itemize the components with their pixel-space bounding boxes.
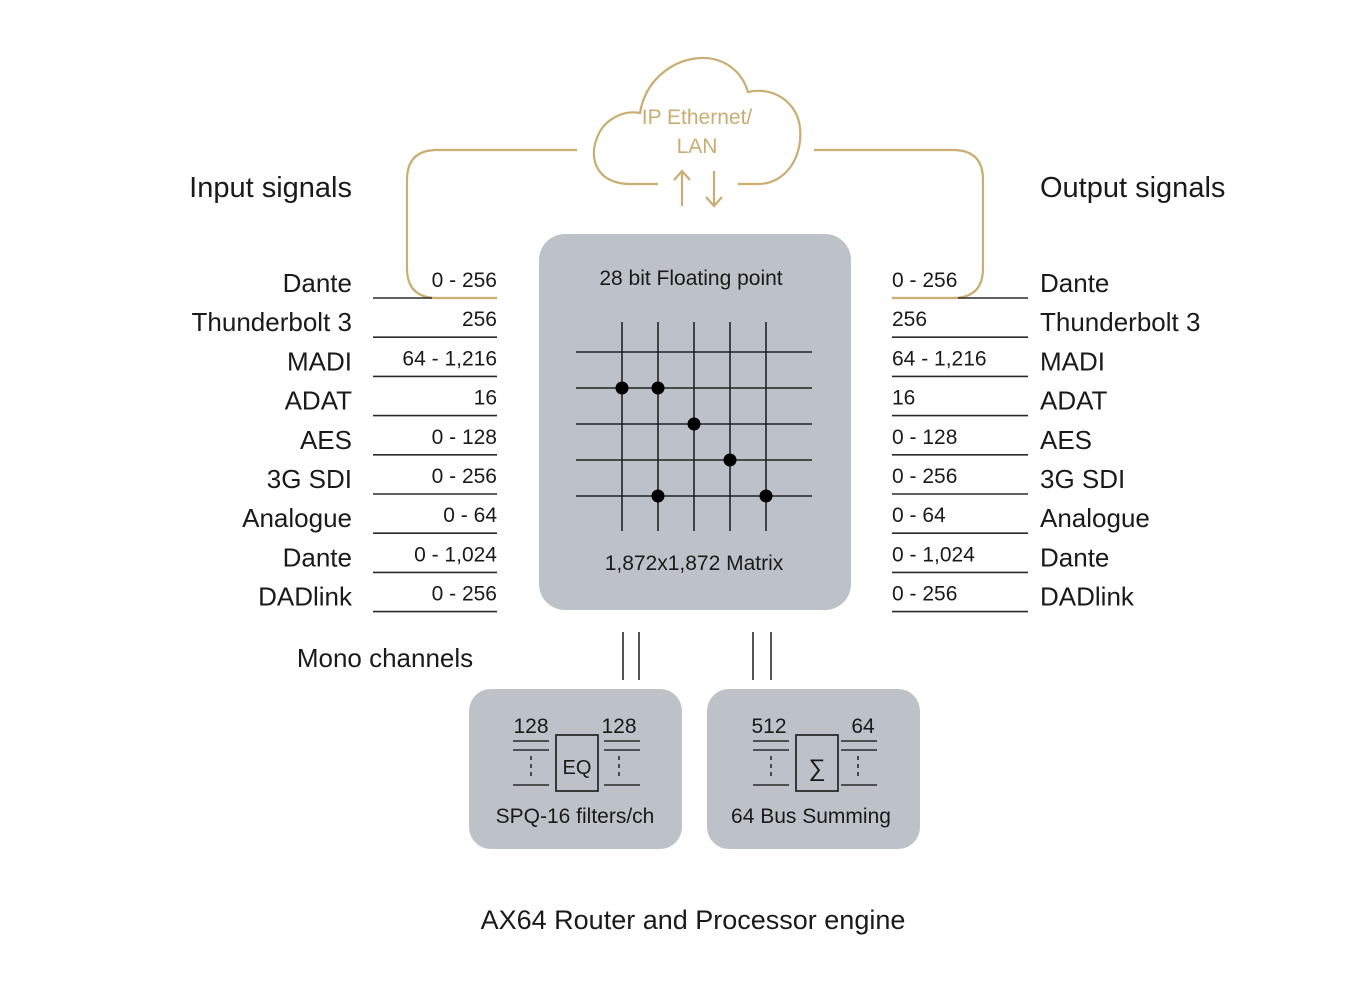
matrix-bottom-label: 1,872x1,872 Matrix: [605, 552, 784, 575]
matrix-crosspoint: [651, 381, 665, 395]
output-signal-row: ADAT 16: [892, 386, 1108, 417]
input-channel-count: 0 - 64: [443, 504, 497, 527]
output-channel-count: 0 - 256: [892, 583, 957, 606]
output-channel-count: 0 - 1,024: [892, 543, 975, 566]
output-signal-name: 3G SDI: [1040, 464, 1125, 494]
input-channel-count: 16: [474, 387, 497, 410]
eq-connector: [622, 632, 640, 680]
output-signal-name: Thunderbolt 3: [1040, 307, 1200, 337]
input-signal-row: Analogue 0 - 64: [242, 503, 497, 535]
eq-block: 128 128 EQ SPQ-16 filters/ch: [469, 689, 682, 849]
cloud-label-line2: LAN: [677, 135, 718, 158]
input-signal-name: 3G SDI: [267, 464, 352, 494]
input-channel-count: 256: [462, 308, 497, 331]
input-signal-row: Thunderbolt 3 256: [192, 307, 497, 339]
output-signal-row: DADlink 0 - 256: [892, 582, 1135, 613]
output-signal-name: MADI: [1040, 346, 1105, 376]
cloud-label-line1: IP Ethernet/: [642, 106, 753, 129]
eq-icon: [555, 734, 599, 792]
input-signal-name: Dante: [283, 542, 352, 572]
input-channel-count: 64 - 1,216: [402, 347, 497, 370]
input-signal-name: DADlink: [258, 582, 353, 612]
input-signal-name: Thunderbolt 3: [192, 307, 352, 337]
output-signal-name: ADAT: [1040, 386, 1108, 416]
output-signal-row: MADI 64 - 1,216: [892, 346, 1105, 378]
input-signal-name: MADI: [287, 346, 352, 376]
input-signal-row: Dante 0 - 1,024: [283, 542, 497, 574]
matrix-crosspoint: [615, 381, 629, 395]
input-channel-count: 0 - 256: [432, 269, 497, 292]
sum-input-count: 512: [751, 715, 786, 738]
output-channel-count: 0 - 128: [892, 426, 957, 449]
input-channel-count: 0 - 256: [432, 465, 497, 488]
output-signal-row: Dante 0 - 256: [892, 268, 1109, 299]
matrix-crosspoint: [651, 489, 665, 503]
output-signals-title: Output signals: [1040, 172, 1225, 204]
cloud-icon: [592, 56, 802, 186]
eq-symbol: EQ: [563, 757, 592, 779]
input-signal-row: AES 0 - 128: [300, 425, 497, 456]
output-channel-count: 16: [892, 387, 915, 410]
output-signal-row: AES 0 - 128: [892, 425, 1092, 456]
output-signal-name: Dante: [1040, 542, 1109, 572]
sum-connector: [752, 632, 772, 680]
output-signal-name: Dante: [1040, 268, 1109, 298]
output-network-link: [814, 148, 985, 300]
matrix-crosspoint: [759, 489, 773, 503]
crosspoint-matrix-grid: [576, 322, 812, 531]
output-signal-name: Analogue: [1040, 503, 1150, 533]
output-channel-count: 0 - 256: [892, 465, 957, 488]
matrix-crosspoint: [687, 417, 701, 431]
input-channel-count: 0 - 128: [432, 426, 497, 449]
output-signal-row: 3G SDI 0 - 256: [892, 464, 1125, 495]
input-signal-name: ADAT: [285, 386, 353, 416]
sum-output-count: 64: [851, 715, 875, 738]
input-channel-count: 0 - 256: [432, 583, 497, 606]
input-signal-name: AES: [300, 425, 352, 455]
output-channel-count: 0 - 64: [892, 504, 946, 527]
output-signal-row: Dante 0 - 1,024: [892, 542, 1109, 574]
output-signal-name: DADlink: [1040, 582, 1135, 612]
matrix-crosspoint: [723, 453, 737, 467]
eq-caption: SPQ-16 filters/ch: [496, 805, 655, 828]
input-signal-row: DADlink 0 - 256: [258, 582, 497, 613]
summing-block: 512 64 ∑ 64 Bus Summing: [707, 689, 920, 849]
output-signal-row: Analogue 0 - 64: [892, 503, 1150, 535]
input-network-link: [405, 148, 577, 300]
input-channel-count: 0 - 1,024: [414, 543, 497, 566]
sum-caption: 64 Bus Summing: [731, 805, 891, 828]
output-channel-count: 64 - 1,216: [892, 347, 987, 370]
input-signal-row: Dante 0 - 256: [283, 268, 497, 299]
sigma-icon: [795, 734, 839, 792]
output-channel-count: 256: [892, 308, 927, 331]
input-signal-row: MADI 64 - 1,216: [287, 346, 497, 378]
input-signal-row: 3G SDI 0 - 256: [267, 464, 497, 495]
footer-title: AX64 Router and Processor engine: [481, 905, 906, 935]
eq-output-count: 128: [601, 715, 636, 738]
input-signal-name: Analogue: [242, 503, 352, 533]
output-signal-name: AES: [1040, 425, 1092, 455]
input-signal-row: ADAT 16: [285, 386, 497, 417]
sum-symbol: ∑: [808, 755, 825, 782]
output-signal-row: Thunderbolt 3 256: [892, 307, 1200, 339]
input-signals-title: Input signals: [189, 172, 352, 204]
output-channel-count: 0 - 256: [892, 269, 957, 292]
arrow-up-icon: [673, 169, 691, 206]
arrow-down-icon: [705, 171, 723, 208]
mono-channels-label: Mono channels: [297, 643, 473, 673]
eq-input-count: 128: [513, 715, 548, 738]
input-signal-name: Dante: [283, 268, 352, 298]
matrix-top-label: 28 bit Floating point: [599, 267, 782, 290]
